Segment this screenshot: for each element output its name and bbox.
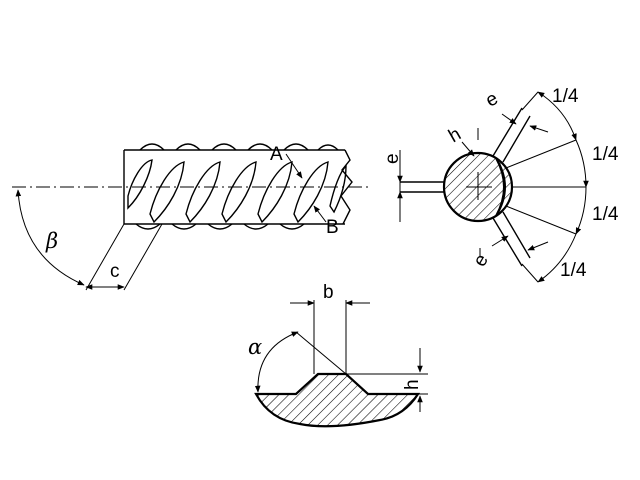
rib-profile: b α h xyxy=(248,282,428,428)
label-b: b xyxy=(323,282,334,303)
label-e-left: e xyxy=(382,153,403,164)
quarter-arc-3 xyxy=(575,186,587,235)
core-crosshair xyxy=(466,172,492,200)
bar-cross-section: e h e e 1/4 1/4 1/4 1/4 xyxy=(382,86,619,283)
e-bottom-arrow2 xyxy=(527,241,549,251)
label-h-circle: h xyxy=(445,124,465,147)
quarter-arc-1 xyxy=(537,91,577,141)
label-quarter-4: 1/4 xyxy=(560,260,587,281)
label-quarter-3: 1/4 xyxy=(592,204,619,225)
label-c: c xyxy=(110,261,120,282)
beta-arc xyxy=(15,189,85,286)
e-bottom-arrow xyxy=(491,235,509,247)
bottom-rib-bumps xyxy=(135,223,305,230)
quarter-arc-4 xyxy=(537,233,577,283)
alpha-flank-line xyxy=(295,331,347,375)
c-extension-lines xyxy=(85,223,163,291)
label-quarter-2: 1/4 xyxy=(592,144,619,165)
profile-body xyxy=(254,372,421,428)
label-e-top: e xyxy=(482,88,502,111)
label-e-bottom: e xyxy=(469,251,492,271)
rib-chord xyxy=(495,157,506,217)
bar-break-line xyxy=(340,149,353,225)
bar-outline xyxy=(123,149,345,225)
quarter-arc-2 xyxy=(575,139,589,188)
label-quarter-1: 1/4 xyxy=(552,86,579,107)
label-alpha: α xyxy=(248,335,262,359)
h-extension-lines xyxy=(346,373,428,395)
radial-lines xyxy=(505,91,586,283)
label-B: B xyxy=(326,217,339,238)
top-fin xyxy=(492,107,531,163)
e-top-arrow2 xyxy=(529,125,549,133)
label-h-profile: h xyxy=(402,379,423,390)
h-circle-pointer xyxy=(461,141,475,157)
b-extension-lines xyxy=(313,300,347,374)
e-top-arrow xyxy=(501,113,517,125)
bottom-fin xyxy=(492,211,531,267)
label-A: A xyxy=(270,144,283,165)
pointer-A xyxy=(285,153,303,179)
alpha-arc xyxy=(254,331,299,393)
pointer-B xyxy=(313,205,327,223)
bar-side-view: c β A B xyxy=(12,143,368,291)
left-rib xyxy=(400,181,444,193)
label-beta: β xyxy=(45,229,58,253)
top-rib-bumps xyxy=(139,143,339,151)
inclined-ribs xyxy=(127,159,347,224)
